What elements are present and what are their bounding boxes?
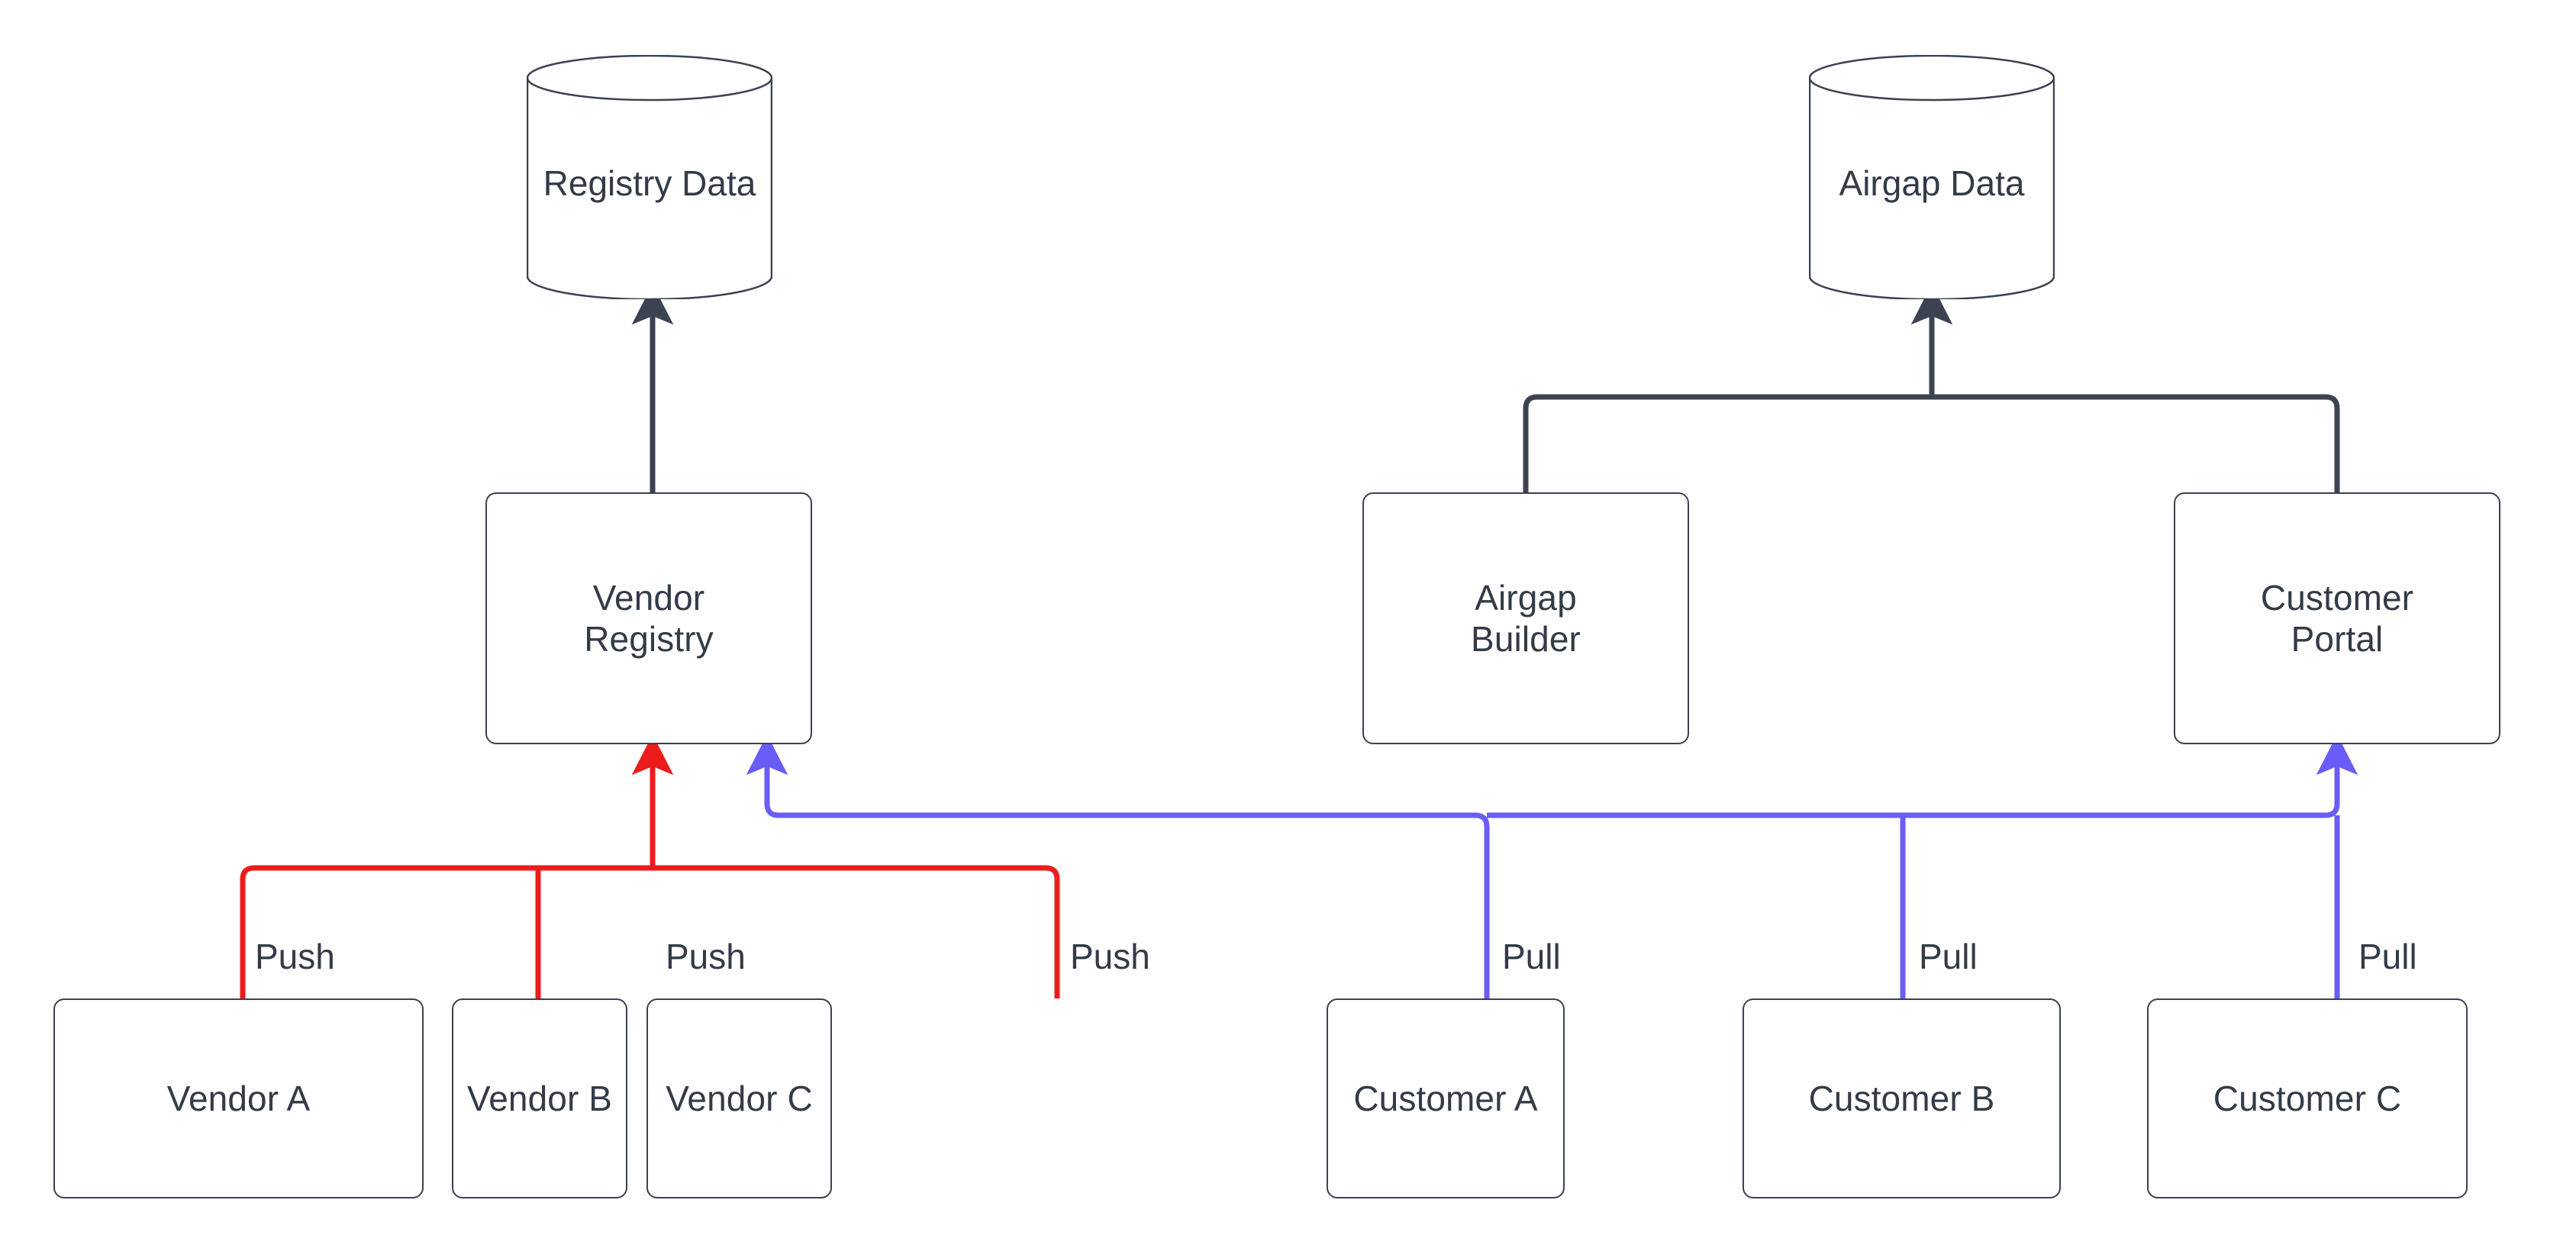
node-line-1: Airgap (1475, 577, 1577, 618)
edge-label-pull-customer-b: Pull (1914, 937, 1982, 976)
node-vendor-b[interactable]: Vendor B (452, 998, 627, 1198)
node-line-1: Customer (2260, 577, 2414, 618)
store-registry-data[interactable]: Registry Data (527, 55, 772, 299)
connector-customer-a-pull (746, 734, 1490, 998)
node-vendor-a[interactable]: Vendor A (53, 998, 424, 1198)
node-label: Customer A (1353, 1078, 1538, 1118)
node-line-2: Portal (2291, 619, 2384, 659)
cylinder-shape (1809, 55, 2055, 299)
node-label: Customer B (1808, 1078, 1995, 1118)
node-label: Vendor C (666, 1078, 813, 1118)
node-line-1: Vendor (592, 577, 705, 618)
connector-vendor-c-push (653, 865, 1060, 998)
node-customer-b[interactable]: Customer B (1743, 998, 2061, 1198)
node-label: Vendor Registry (584, 577, 714, 660)
node-line-2: Registry (584, 619, 714, 659)
edge-label-push-vendor-b: Push (661, 937, 750, 976)
node-line-2: Builder (1471, 619, 1581, 659)
edge-label-pull-customer-a: Pull (1498, 937, 1565, 976)
cylinder-shape (527, 55, 772, 299)
node-vendor-registry[interactable]: Vendor Registry (485, 492, 812, 744)
node-vendor-c[interactable]: Vendor C (646, 998, 832, 1198)
store-line-2: Data (682, 163, 756, 203)
store-line-2: Data (1950, 163, 2025, 203)
node-customer-portal[interactable]: Customer Portal (2174, 492, 2500, 744)
store-airgap-data[interactable]: Airgap Data (1809, 55, 2055, 299)
store-line-1: Registry (543, 163, 672, 203)
node-customer-c[interactable]: Customer C (2147, 998, 2468, 1198)
edge-label-pull-customer-c: Pull (2354, 937, 2422, 976)
node-label: Customer C (2213, 1078, 2402, 1118)
store-label: Registry Data (543, 163, 756, 204)
connector-customer-portal-to-airgap-data (1537, 394, 2340, 492)
node-label: Vendor A (166, 1078, 311, 1118)
node-airgap-builder[interactable]: Airgap Builder (1362, 492, 1689, 744)
edge-label-push-vendor-c: Push (1066, 937, 1155, 976)
store-line-1: Airgap (1839, 163, 1941, 203)
edge-label-push-vendor-a: Push (250, 937, 340, 976)
connector-vendor-a-push (240, 865, 653, 998)
store-label: Airgap Data (1839, 163, 2025, 204)
node-label: Airgap Builder (1471, 577, 1581, 660)
node-customer-a[interactable]: Customer A (1327, 998, 1565, 1198)
connector-customer-c-pull-riser (1903, 734, 2358, 818)
connector-airgap-builder-to-airgap-data (1523, 394, 1769, 492)
node-label: Customer Portal (2261, 577, 2413, 660)
node-label: Vendor B (466, 1078, 613, 1118)
